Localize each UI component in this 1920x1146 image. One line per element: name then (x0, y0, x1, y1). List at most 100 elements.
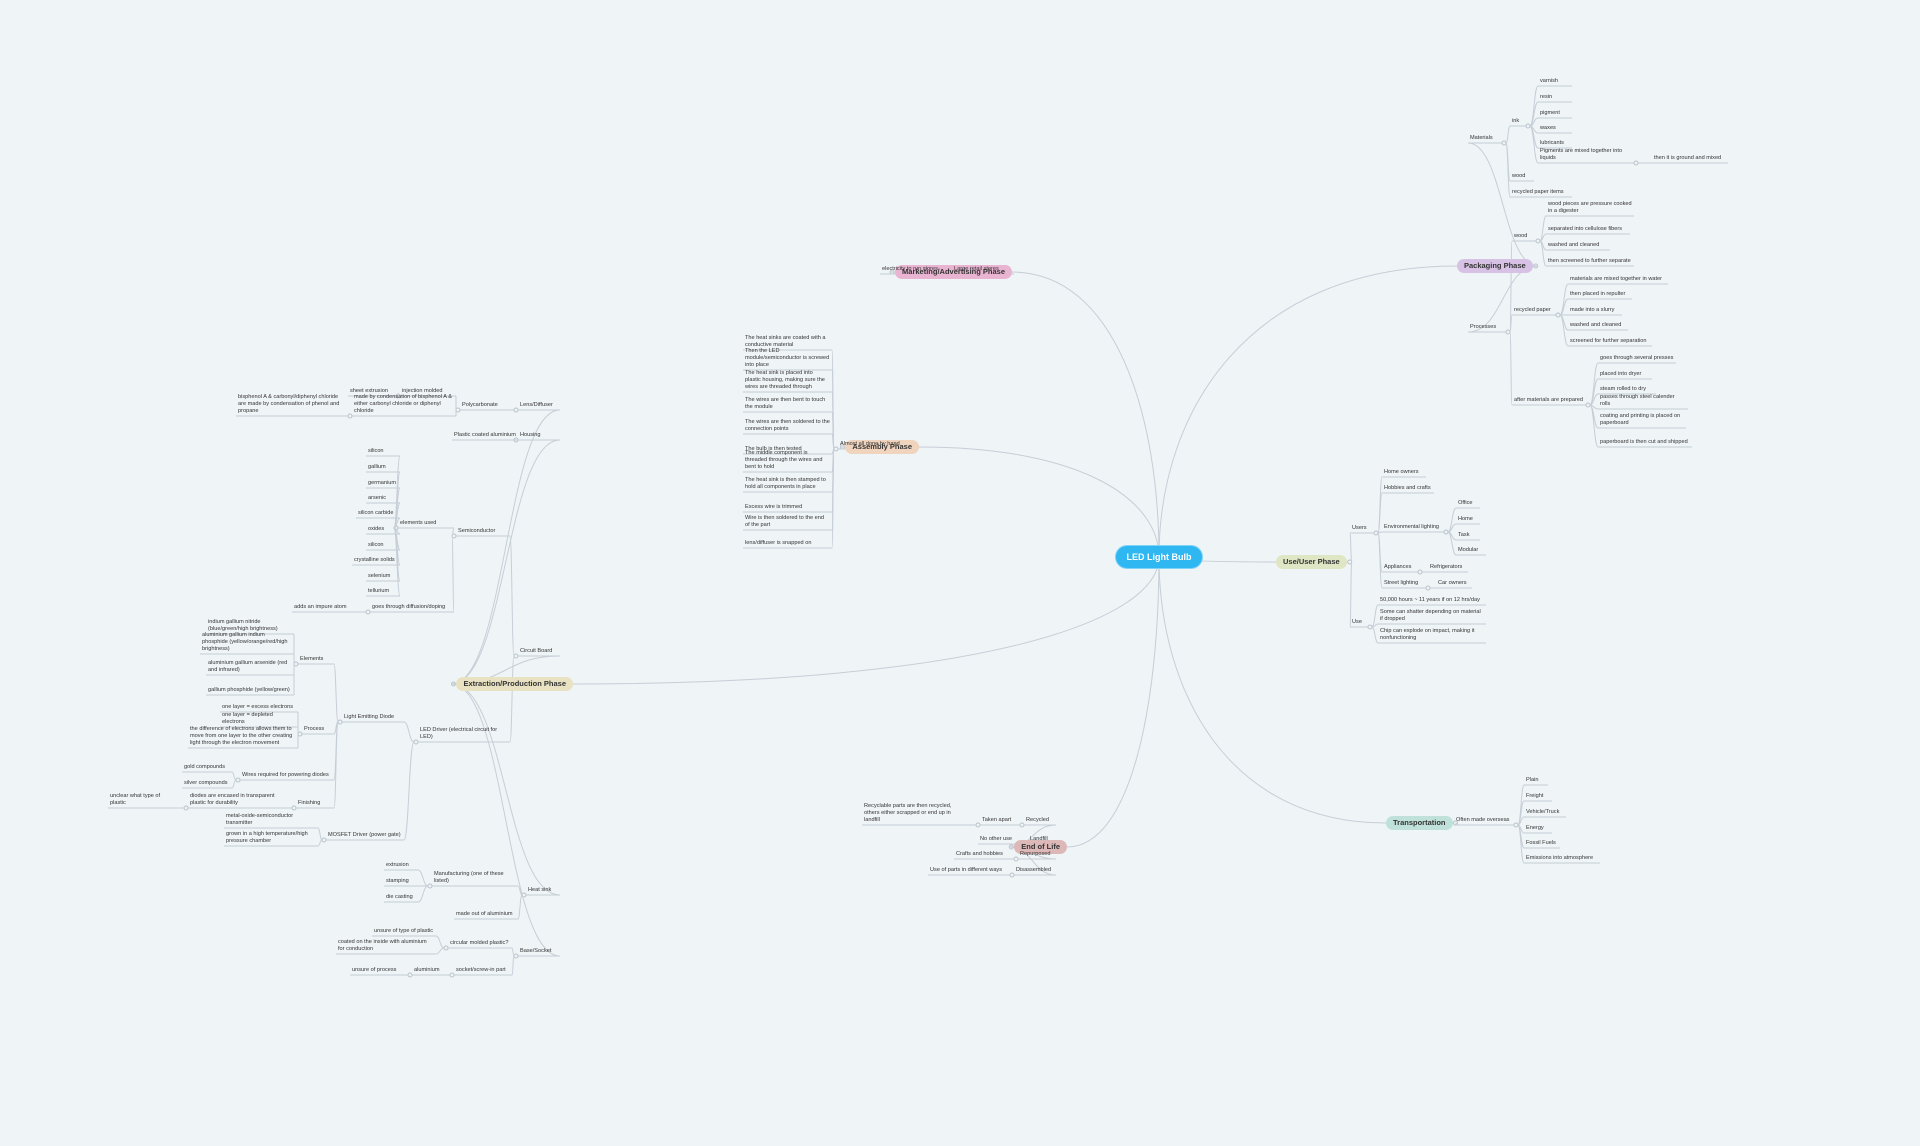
collapse-dot[interactable] (291, 805, 297, 811)
topic-s5[interactable]: silicon carbide (358, 510, 394, 516)
collapse-dot[interactable] (443, 945, 449, 951)
topic-l1a[interactable]: Taken apart (982, 817, 1012, 823)
topic-t1e[interactable]: Fossil Fuels (1526, 840, 1556, 846)
topic-u1a[interactable]: Home owners (1384, 469, 1419, 475)
topic-e4a3[interactable]: die casting (386, 894, 413, 900)
collapse-dot[interactable] (1505, 329, 1511, 335)
topic-s6[interactable]: oxides (368, 526, 385, 532)
collapse-dot[interactable] (407, 972, 413, 978)
topic-el1[interactable]: indium gallium nitride (blue/green/high … (208, 619, 278, 632)
topic-l4a[interactable]: Use of parts in different ways (930, 867, 1003, 873)
topic-e3a[interactable]: Semiconductor (458, 528, 496, 534)
topic-a1j[interactable]: Wire is then soldered to the end of the … (745, 515, 824, 528)
topic-p1a6a[interactable]: then it is ground and mixed (1654, 155, 1722, 161)
topic-e4[interactable]: Heat sink (528, 887, 552, 893)
topic-m1a[interactable]: electricity to run stores (882, 266, 938, 272)
collapse-dot[interactable] (1009, 872, 1015, 878)
topic-p2b5[interactable]: screened for further separation (1570, 338, 1647, 344)
collapse-dot[interactable] (1585, 402, 1591, 408)
collapse-dot[interactable] (427, 883, 433, 889)
topic-wr1[interactable]: gold compounds (184, 764, 226, 770)
topic-a1a[interactable]: The heat sinks are coated with a conduct… (745, 335, 826, 348)
collapse-dot[interactable] (513, 953, 519, 959)
topic-e4b[interactable]: made out of aluminium (456, 911, 513, 917)
topic-u1d[interactable]: Appliances (1384, 564, 1412, 570)
collapse-dot[interactable] (1425, 585, 1431, 591)
topic-u2[interactable]: Use (1352, 619, 1362, 625)
collapse-dot[interactable] (1373, 530, 1379, 536)
topic-p1a[interactable]: ink (1512, 118, 1520, 124)
topic-e1a1a[interactable]: sheet extrusion (350, 388, 388, 394)
topic-t1b[interactable]: Freight (1526, 793, 1544, 799)
branch-assembly[interactable]: Assembly Phase (845, 440, 919, 454)
branch-marketing[interactable]: Marketing/Advertising Phase (895, 265, 1012, 279)
collapse-dot[interactable] (1347, 559, 1353, 565)
topic-pr3[interactable]: the difference of electrons allows them … (190, 726, 293, 746)
topic-p1[interactable]: Materials (1470, 135, 1493, 141)
topic-e2[interactable]: Housing (520, 432, 541, 438)
topic-e5b1[interactable]: aluminium (414, 967, 440, 973)
topic-u2c[interactable]: Chip can explode on impact, making it no… (1380, 628, 1475, 641)
topic-e5[interactable]: Base/Socket (520, 948, 552, 954)
topic-mos[interactable]: MOSFET Driver (power gate) (328, 832, 401, 838)
topic-p1a3[interactable]: pigment (1540, 110, 1560, 116)
topic-e1a2[interactable]: made by condensation of bisphenol A & ei… (354, 394, 452, 414)
topic-u1e1[interactable]: Car owners (1438, 580, 1467, 586)
topic-p2c4[interactable]: passes through steel calender rolls (1600, 394, 1675, 407)
topic-e4a2[interactable]: stamping (386, 878, 409, 884)
topic-e5a2[interactable]: coated on the inside with aluminium for … (338, 939, 427, 952)
topic-t1c[interactable]: Vehicle/Truck (1526, 809, 1560, 815)
topic-s10[interactable]: tellurium (368, 588, 390, 594)
collapse-dot[interactable] (297, 731, 303, 737)
topic-l2[interactable]: Landfill (1030, 836, 1048, 842)
branch-use[interactable]: Use/User Phase (1276, 555, 1347, 569)
collapse-dot[interactable] (455, 407, 461, 413)
collapse-dot[interactable] (337, 719, 343, 725)
collapse-dot[interactable] (833, 446, 839, 452)
topic-l3[interactable]: Repurposed (1020, 851, 1051, 857)
topic-u1c3[interactable]: Task (1458, 532, 1470, 538)
topic-e4a1[interactable]: extrusion (386, 862, 409, 868)
topic-u1d1[interactable]: Refrigerators (1430, 564, 1463, 570)
topic-p2a1[interactable]: wood pieces are pressure cooked in a dig… (1548, 201, 1632, 214)
topic-mos1[interactable]: metal-oxide-semiconductor transmitter (226, 813, 294, 826)
topic-led[interactable]: Light Emitting Diode (344, 714, 395, 720)
topic-t1a[interactable]: Plain (1526, 777, 1539, 783)
collapse-dot[interactable] (1019, 822, 1025, 828)
topic-a1d[interactable]: The wires are then bent to touch the mod… (745, 397, 826, 410)
topic-t1[interactable]: Often made overseas (1456, 817, 1510, 823)
topic-e5a1[interactable]: unsure of type of plastic (374, 928, 434, 934)
topic-l3a[interactable]: Crafts and hobbies (956, 851, 1003, 857)
topic-el4[interactable]: gallium phosphide (yellow/green) (208, 687, 290, 693)
topic-a1h[interactable]: The heat sink is then stamped to hold al… (745, 477, 826, 490)
topic-e3a2a[interactable]: adds an impure atom (294, 604, 347, 610)
root-topic[interactable]: LED Light Bulb (1116, 546, 1202, 568)
topic-e5b1a[interactable]: unsure of process (352, 967, 397, 973)
topic-fi1[interactable]: diodes are encased in transparent plasti… (190, 793, 275, 806)
topic-e5a[interactable]: circular molded plastic? (450, 940, 509, 946)
topic-u1b[interactable]: Hobbies and crafts (1384, 485, 1431, 491)
topic-e1a2a[interactable]: bisphenol A & carbonyl/diphenyl chloride… (238, 394, 340, 414)
topic-p2b3[interactable]: made into a slurry (1570, 307, 1615, 313)
topic-p2a[interactable]: wood (1514, 233, 1528, 239)
topic-s7[interactable]: silicon (368, 542, 384, 548)
topic-p2b4[interactable]: washed and cleaned (1570, 322, 1622, 328)
topic-p2b2[interactable]: then placed in repulter (1570, 291, 1626, 297)
topic-t1f[interactable]: Emissions into atmosphere (1526, 855, 1594, 861)
topic-a1f[interactable]: The bulb is then tested (745, 446, 802, 452)
topic-p2c5[interactable]: coating and printing is placed on paperb… (1600, 413, 1681, 426)
topic-e1[interactable]: Lens/Diffuser (520, 402, 553, 408)
topic-s2[interactable]: gallium (368, 464, 386, 470)
topic-l2a[interactable]: No other use (980, 836, 1013, 842)
topic-a1i[interactable]: Excess wire is trimmed (745, 504, 803, 510)
topic-pr1[interactable]: one layer = excess electrons (222, 704, 294, 710)
topic-el[interactable]: Elements (300, 656, 324, 662)
branch-extraction[interactable]: Extraction/Production Phase (456, 677, 573, 691)
collapse-dot[interactable] (1013, 856, 1019, 862)
topic-s3[interactable]: germanium (368, 480, 396, 486)
collapse-dot[interactable] (1443, 529, 1449, 535)
topic-u1[interactable]: Users (1352, 525, 1367, 531)
topic-e1a1[interactable]: injection molded (402, 388, 443, 394)
collapse-dot[interactable] (1501, 140, 1507, 146)
topic-el3[interactable]: aluminium gallium arsenide (red and infr… (208, 660, 288, 673)
